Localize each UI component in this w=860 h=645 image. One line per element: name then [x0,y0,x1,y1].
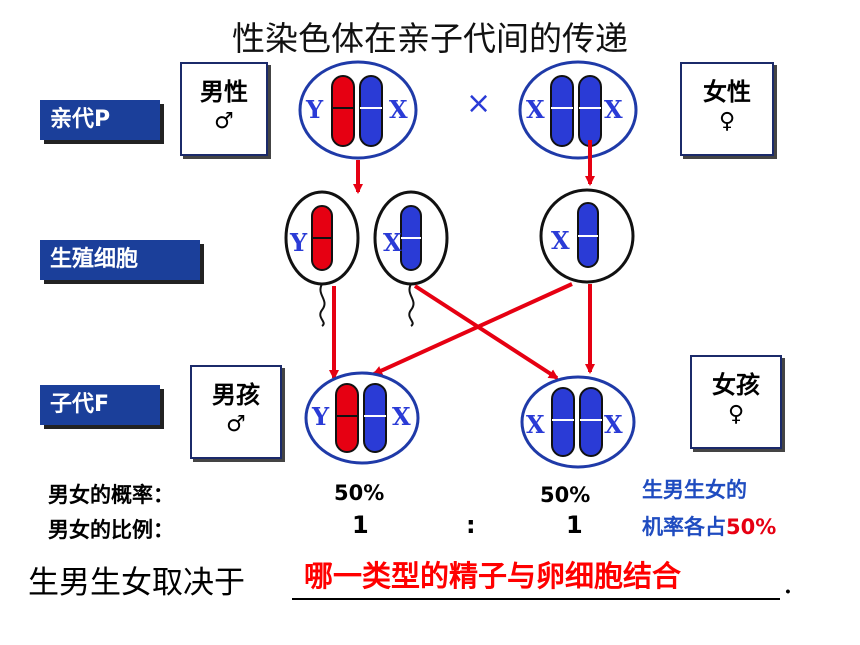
female-symbol-icon: ♀ [718,109,736,134]
girl-probability: 50% [540,483,591,507]
note-percent: 50% [726,515,777,539]
note-line-2-prefix: 机率各占 [642,515,726,539]
conclusion-answer: 哪一类型的精子与卵细胞结合 [304,559,682,593]
girl-box: 女孩 ♀ [690,355,782,449]
female-parent-label: 女性 [703,78,751,106]
cross-symbol: × [466,86,492,121]
x-chromosome [578,75,602,147]
boy-ratio: 1 [352,511,369,539]
probability-label: 男女的概率： [48,483,174,507]
female-symbol-icon: ♀ [727,402,745,427]
sperm-tail [408,283,415,327]
male-parent-label: 男性 [200,78,248,106]
boy-probability: 50% [334,481,385,505]
page-title: 性染色体在亲子代间的传递 [232,19,628,58]
chromosome-letter-y: Y [306,95,324,124]
girl-label: 女孩 [712,371,760,399]
chromosome-letter-y: Y [290,228,308,257]
sperm-tail [319,283,326,327]
girl-cell [520,375,636,469]
x-chromosome [359,75,383,147]
boy-cell [304,371,420,465]
chromosome-letter-y: Y [312,402,330,431]
chromosome-letter-x: X [392,402,411,431]
answer-underline [292,598,780,600]
male-symbol-icon: ♂ [214,109,234,134]
chromosome-letter-x: X [551,226,570,255]
chromosome-letter-x: X [383,228,402,257]
ratio-colon: : [466,511,476,539]
ratio-label: 男女的比例： [48,518,174,542]
note-line-2: 机率各占50% [642,511,776,541]
boy-box: 男孩 ♂ [190,365,282,459]
note-line-1: 生男生女的 [642,478,747,502]
chromosome-letter-x: X [389,95,408,124]
male-parent-box: 男性 ♂ [180,62,268,156]
chromosome-letter-x: X [526,410,545,439]
chromosome-letter-x: X [604,95,623,124]
x-chromosome [550,75,574,147]
row-label-parent: 亲代P [40,100,160,140]
girl-ratio: 1 [566,511,583,539]
male-symbol-icon: ♂ [226,412,246,437]
conclusion-prefix: 生男生女取决于 [28,565,245,601]
row-label-gamete: 生殖细胞 [40,240,200,280]
boy-label: 男孩 [212,381,260,409]
chromosome-letter-x: X [604,410,623,439]
father-cell [298,60,418,160]
row-label-offspring: 子代F [40,385,160,425]
female-parent-box: 女性 ♀ [680,62,774,156]
conclusion-period: . [783,565,793,601]
chromosome-letter-x: X [526,95,545,124]
y-chromosome [331,75,355,147]
